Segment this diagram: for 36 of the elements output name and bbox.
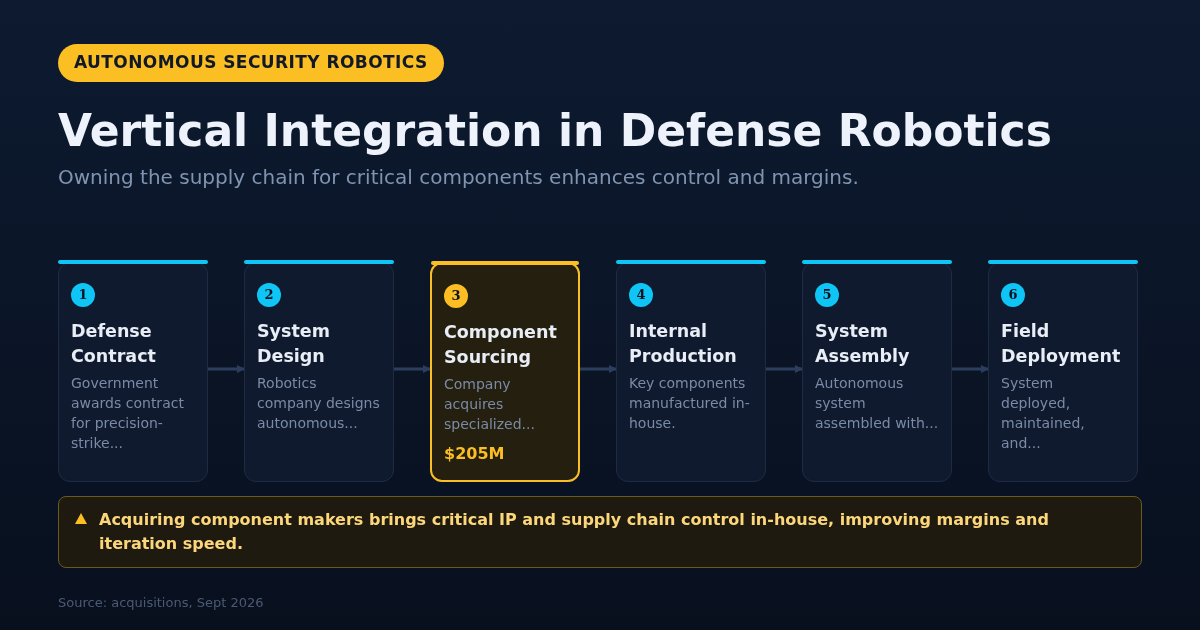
step-number: 6 (1001, 283, 1025, 307)
subtitle: Owning the supply chain for critical components enhances control and margins. (58, 164, 859, 191)
step-title: Component Sourcing (444, 321, 558, 369)
source-note: Source: acquisitions, Sept 2026 (58, 594, 264, 612)
step-card (802, 262, 952, 482)
step-description: Key components manufactured in-house. (629, 374, 751, 433)
callout-panel (58, 496, 1142, 568)
step-title: Defense Contract (71, 320, 157, 368)
title: Vertical Integration in Defense Robotics (58, 104, 1052, 158)
arrow (580, 365, 617, 373)
step-title: Internal Production (629, 320, 738, 368)
step-number: 3 (444, 284, 468, 308)
step-description: Autonomous system assembled with... (815, 374, 939, 433)
category-badge: AUTONOMOUS SECURITY ROBOTICS (58, 44, 444, 82)
callout-text: Acquiring component makers brings critical IP and supply chain control in-house, improving margins and iteration speed. (99, 509, 1050, 555)
arrow (766, 365, 803, 373)
amount-value: $205M (444, 443, 506, 465)
step-card (616, 262, 766, 482)
arrow (208, 365, 245, 373)
step-number: 5 (815, 283, 839, 307)
step-title: System Assembly (815, 320, 911, 368)
arrow (394, 365, 431, 373)
step-number: 1 (71, 283, 95, 307)
step-number: 2 (257, 283, 281, 307)
step-card (58, 262, 208, 482)
step-number: 4 (629, 283, 653, 307)
step-description: Company acquires specialized... (444, 375, 536, 434)
step-title: Field Deployment (1001, 320, 1122, 368)
step-description: System deployed, maintained, and... (1001, 374, 1086, 453)
step-title: System Design (257, 320, 331, 368)
step-card (244, 262, 394, 482)
arrow (952, 365, 989, 373)
step-description: Government awards contract for precision-strike... (71, 374, 185, 453)
highlighted-step-card (430, 262, 580, 482)
step-card (988, 262, 1138, 482)
step-description: Robotics company designs autonomous... (257, 374, 381, 433)
